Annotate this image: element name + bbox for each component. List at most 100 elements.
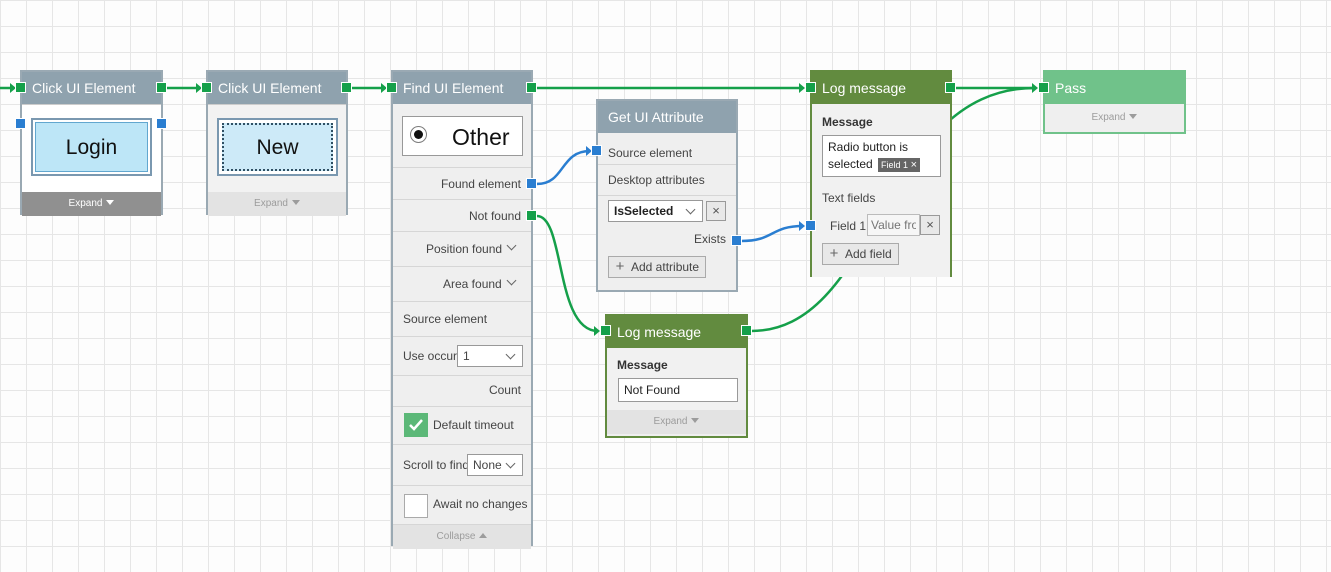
use-occur-select[interactable]: 1 bbox=[457, 345, 523, 367]
remove-field-button[interactable]: × bbox=[920, 215, 940, 235]
flow-out-port[interactable] bbox=[341, 82, 352, 93]
find-ui-element-node[interactable]: Find UI Element Other Found element Not … bbox=[391, 70, 533, 549]
exists-out-port[interactable] bbox=[731, 235, 742, 246]
node-title[interactable]: Log message bbox=[607, 316, 746, 348]
pass-node[interactable]: Pass Expand bbox=[1043, 70, 1186, 134]
scroll-to-find-select[interactable]: None bbox=[467, 454, 523, 476]
add-field-button[interactable]: + Add field bbox=[822, 243, 899, 265]
data-in-port[interactable] bbox=[15, 118, 26, 129]
flow-out-port[interactable] bbox=[526, 82, 537, 93]
login-button-inner: Login bbox=[35, 122, 148, 172]
collapse-label: Collapse bbox=[436, 531, 476, 542]
count-output: Count bbox=[393, 375, 531, 406]
not-found-label: Not found bbox=[468, 209, 521, 223]
data-wire-found-source bbox=[536, 149, 591, 186]
radio-selected-icon bbox=[410, 126, 427, 143]
source-element-label: Source element bbox=[608, 146, 693, 160]
add-attribute-button[interactable]: + Add attribute bbox=[608, 256, 707, 278]
node-title[interactable]: Click UI Element bbox=[22, 72, 161, 104]
close-icon: × bbox=[712, 203, 720, 218]
click-ui-element-node-2[interactable]: Click UI Element New Expand bbox=[206, 70, 348, 216]
field-chip[interactable]: Field 1 × bbox=[878, 158, 921, 172]
chevron-down-icon[interactable] bbox=[506, 275, 517, 286]
field-value-input[interactable] bbox=[867, 214, 920, 236]
flow-out-port[interactable] bbox=[741, 325, 752, 336]
chevron-down-icon bbox=[505, 349, 516, 360]
log-message-node-1[interactable]: Log message Message Radio button is sele… bbox=[810, 70, 952, 277]
message-textbox[interactable]: Radio button is selected Field 1 × bbox=[822, 135, 941, 177]
flow-out-port[interactable] bbox=[945, 82, 956, 93]
message-input[interactable] bbox=[618, 378, 738, 402]
click-ui-element-node-1[interactable]: Click UI Element Login Expand bbox=[20, 70, 163, 216]
message-text-line1: Radio button is bbox=[828, 140, 909, 154]
attribute-value: IsSelected bbox=[614, 204, 674, 218]
position-found-label: Position found bbox=[426, 242, 503, 256]
chevron-down-icon bbox=[106, 200, 115, 205]
await-no-changes-checkbox[interactable] bbox=[404, 494, 428, 518]
close-icon[interactable]: × bbox=[910, 159, 918, 171]
new-button-inner: New bbox=[222, 123, 333, 171]
chevron-down-icon bbox=[691, 418, 700, 423]
remove-attribute-button[interactable]: × bbox=[706, 201, 726, 221]
node-body: Login bbox=[22, 104, 161, 192]
not-found-output: Not found bbox=[393, 199, 531, 231]
flow-in-port[interactable] bbox=[805, 82, 816, 93]
node-title[interactable]: Find UI Element bbox=[393, 72, 531, 104]
flow-in-port[interactable] bbox=[15, 82, 26, 93]
node-title[interactable]: Get UI Attribute bbox=[598, 101, 736, 133]
await-no-changes-label: Await no changes bbox=[433, 497, 528, 511]
flow-in-port[interactable] bbox=[600, 325, 611, 336]
use-occur-label: Use occur. bbox=[403, 349, 460, 363]
expand-toggle[interactable]: Expand bbox=[208, 192, 346, 216]
scroll-to-find-label: Scroll to find bbox=[403, 458, 470, 472]
node-title[interactable]: Log message bbox=[812, 72, 950, 104]
expand-label: Expand bbox=[653, 416, 688, 427]
node-body: Message bbox=[607, 348, 746, 410]
use-occur-value: 1 bbox=[463, 349, 470, 363]
position-found-row[interactable]: Position found bbox=[393, 231, 531, 266]
target-preview-row: Other bbox=[393, 104, 531, 167]
expand-label: Expand bbox=[68, 198, 103, 209]
field-chip-label: Field 1 bbox=[881, 160, 909, 170]
desktop-attributes-label: Desktop attributes bbox=[608, 173, 705, 187]
flow-in-port[interactable] bbox=[201, 82, 212, 93]
chevron-down-icon bbox=[505, 458, 516, 469]
chevron-down-icon bbox=[685, 204, 696, 215]
field-in-port[interactable] bbox=[805, 220, 816, 231]
chevron-down-icon bbox=[291, 200, 300, 205]
await-no-changes-row: Await no changes bbox=[393, 485, 531, 524]
chevron-up-icon bbox=[479, 533, 488, 538]
data-out-port[interactable] bbox=[156, 118, 167, 129]
flow-in-port[interactable] bbox=[1038, 82, 1049, 93]
flow-out-port[interactable] bbox=[156, 82, 167, 93]
default-timeout-checkbox[interactable] bbox=[404, 413, 428, 437]
scroll-to-find-value: None bbox=[473, 458, 502, 472]
node-title[interactable]: Pass bbox=[1045, 72, 1184, 104]
found-element-port[interactable] bbox=[526, 178, 537, 189]
source-element-input: Source element bbox=[598, 133, 736, 164]
default-timeout-label: Default timeout bbox=[433, 418, 514, 432]
plus-icon: + bbox=[615, 258, 625, 275]
message-label: Message bbox=[617, 358, 668, 372]
exists-output-label: Exists bbox=[693, 232, 726, 246]
expand-toggle[interactable]: Expand bbox=[607, 410, 746, 434]
collapse-toggle[interactable]: Collapse bbox=[393, 524, 531, 549]
attribute-select[interactable]: IsSelected bbox=[608, 200, 703, 222]
source-element-in-port[interactable] bbox=[591, 145, 602, 156]
add-attribute-label: Add attribute bbox=[631, 260, 700, 274]
source-element-input: Source element bbox=[393, 301, 531, 336]
expand-toggle[interactable]: Expand bbox=[22, 192, 161, 216]
check-icon bbox=[409, 419, 423, 431]
flow-in-port[interactable] bbox=[386, 82, 397, 93]
node-title[interactable]: Click UI Element bbox=[208, 72, 346, 104]
expand-toggle[interactable]: Expand bbox=[1045, 104, 1184, 132]
log-message-node-2[interactable]: Log message Message Expand bbox=[605, 314, 748, 438]
plus-icon: + bbox=[829, 245, 839, 262]
add-field-label: Add field bbox=[845, 247, 892, 261]
chevron-down-icon[interactable] bbox=[506, 240, 517, 251]
use-occurrence-row: Use occur. 1 bbox=[393, 336, 531, 375]
login-button-preview: Login bbox=[31, 118, 152, 176]
not-found-port[interactable] bbox=[526, 210, 537, 221]
get-ui-attribute-node[interactable]: Get UI Attribute Source element Desktop … bbox=[596, 99, 738, 292]
area-found-row[interactable]: Area found bbox=[393, 266, 531, 301]
